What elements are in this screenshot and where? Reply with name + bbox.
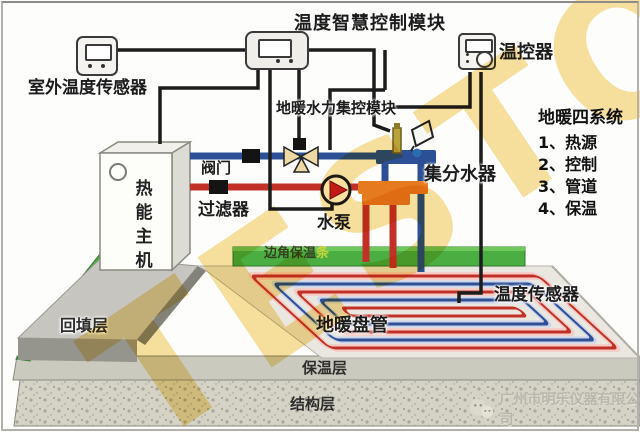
drop-icon <box>412 148 422 158</box>
device-led <box>101 64 105 68</box>
thermostat-dial <box>476 51 493 68</box>
backfill-slab <box>16 256 206 362</box>
device-led <box>88 64 92 68</box>
floor-sensor-label: 温度传感器 <box>494 285 579 305</box>
backfill-label: 回填层 <box>60 316 109 335</box>
tag-icon <box>410 119 435 148</box>
edge-strip-label: 边角保温条 <box>264 246 330 262</box>
pipe-valves <box>209 149 260 194</box>
device-led <box>289 59 293 63</box>
pump-label: 水泵 <box>317 213 351 233</box>
wechat-icon <box>469 398 494 418</box>
heat-unit-box <box>97 140 193 272</box>
wire-module-to-pump <box>268 70 334 211</box>
control-wires <box>118 48 483 303</box>
edge-strip-label-main: 边角保温 <box>264 246 317 261</box>
device-led <box>466 53 469 56</box>
device-screen <box>258 39 292 58</box>
legend-item: 2、控制 <box>538 155 598 174</box>
valve-on-return-pipe <box>242 149 260 163</box>
outdoor-sensor-label: 室外温度传感器 <box>28 78 147 98</box>
device-led <box>466 60 469 63</box>
filter-label: 过滤器 <box>196 200 251 221</box>
heating-coil <box>248 272 621 352</box>
heat-unit-label: 热能主机 <box>131 179 152 275</box>
hydraulic-module-label: 地暖水力集控模块 <box>276 99 397 117</box>
wire-branch-loop <box>328 50 387 150</box>
manifold-orange-bar-bottom <box>362 193 410 205</box>
legend: 地暖四系统 1、热源 2、控制 3、管道 4、保温 <box>538 103 623 220</box>
insulation-label: 保温层 <box>302 359 348 377</box>
wire-thermostat-to-floor-sensor <box>457 72 483 303</box>
company-credit: 广州市明乐仪器有限公司 <box>468 389 640 429</box>
valve-label: 阀门 <box>199 159 234 178</box>
legend-title: 地暖四系统 <box>538 108 623 128</box>
wire-thermostat-left <box>388 72 472 109</box>
control-module-device <box>245 31 309 70</box>
valve-actuator <box>293 138 306 150</box>
manifold-sensor-icon <box>392 119 435 158</box>
outdoor-sensor-device <box>76 36 118 76</box>
thermostat-device <box>458 33 496 70</box>
thermostat-label: 温控器 <box>499 42 553 63</box>
structure-label: 结构层 <box>290 395 336 413</box>
wire-module-to-manifold-sensor <box>307 48 391 133</box>
coil-label: 地暖盘管 <box>316 315 388 336</box>
filter-on-supply-pipe <box>209 180 228 194</box>
pump-icon <box>320 174 352 206</box>
legend-item: 3、管道 <box>538 177 598 196</box>
legend-item: 4、保温 <box>538 199 598 218</box>
manifold-label: 集分水器 <box>424 164 496 185</box>
manifold-orange-bar-top <box>358 181 428 194</box>
device-screen <box>465 39 493 53</box>
legend-item: 1、热源 <box>538 133 598 152</box>
edge-strip-label-suffix: 条 <box>316 246 330 261</box>
control-module-label: 温度智慧控制模块 <box>294 13 446 34</box>
three-way-valve-icon <box>283 138 319 173</box>
device-led <box>276 59 280 63</box>
wire-module-to-heat-unit <box>158 70 260 144</box>
device-screen <box>85 44 112 61</box>
manifold-blue-bar <box>376 150 436 164</box>
company-name: 广州市明乐仪器有限公司 <box>499 392 640 428</box>
